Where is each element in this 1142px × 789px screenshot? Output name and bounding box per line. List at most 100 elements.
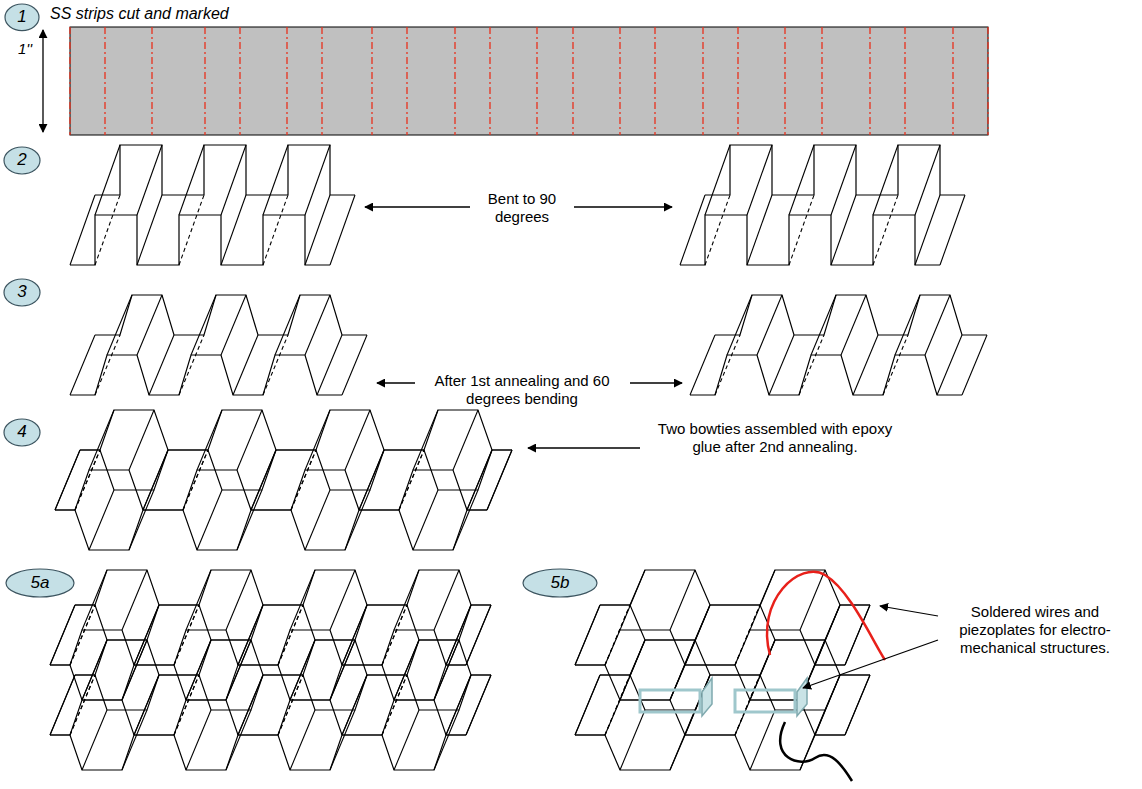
fold-line <box>186 710 211 770</box>
fold-line <box>466 675 491 735</box>
fold-line <box>70 675 95 735</box>
ellipse-outline <box>4 419 40 446</box>
fold-line <box>251 450 276 510</box>
fold-line <box>487 450 512 510</box>
step-number-holder: 1 <box>17 8 26 27</box>
ellipse-outline <box>5 4 39 31</box>
strip-back-edge <box>600 605 870 640</box>
cut-mark <box>406 27 407 135</box>
fold-line <box>575 675 600 735</box>
strip-back-edge <box>75 570 491 605</box>
cut-mark <box>619 27 620 135</box>
fold-line <box>305 295 330 355</box>
strip-front-edge <box>50 735 466 770</box>
fold-line <box>134 675 159 735</box>
fold-line <box>575 605 600 665</box>
fold-line <box>853 335 878 395</box>
fold-line <box>940 195 965 265</box>
fold-line <box>70 605 95 665</box>
step-note: After 1st annealing and 60 degrees bendi… <box>422 372 622 408</box>
step-number-holder: 5a <box>31 574 50 593</box>
fold-line <box>237 490 262 550</box>
fold-line <box>342 675 367 735</box>
fold-line <box>122 710 147 770</box>
piezoplate <box>640 690 700 712</box>
fold-line <box>345 490 370 550</box>
fold-line <box>226 640 251 700</box>
fold-line <box>291 450 316 510</box>
fold-line <box>359 450 384 510</box>
fold-line <box>680 195 705 265</box>
strip-front-edge <box>70 215 330 265</box>
fold-line <box>467 450 492 510</box>
fold-line <box>727 295 752 355</box>
fold-line <box>278 605 303 665</box>
fold-line <box>342 335 367 395</box>
step-caption: SS strips cut and marked <box>50 4 229 23</box>
fold-line <box>317 335 342 395</box>
cut-mark <box>904 27 905 135</box>
fold-line <box>186 640 211 700</box>
fold-line <box>251 450 276 510</box>
leader-arrow <box>803 640 938 688</box>
fold-line <box>129 410 154 470</box>
fold-line <box>179 145 204 215</box>
fold-line <box>466 605 491 665</box>
fold-line <box>89 490 114 550</box>
fold-line <box>434 640 459 700</box>
step-number-ellipse: 1 <box>4 3 40 32</box>
fold-line <box>575 605 600 665</box>
fold-line <box>70 675 95 735</box>
fold-line <box>487 450 512 510</box>
cut-mark <box>821 27 822 135</box>
fold-line <box>747 195 772 265</box>
fold-line <box>174 675 199 735</box>
strip-front-edge <box>70 355 342 395</box>
fold-line <box>50 605 75 665</box>
steel-strip <box>70 27 988 135</box>
cut-mark <box>454 27 455 135</box>
fold-line <box>446 605 471 665</box>
fold-line <box>143 450 168 510</box>
fold-line <box>122 640 147 700</box>
pointer-arrow <box>377 382 415 383</box>
fold-line <box>330 710 355 770</box>
step-note: Two bowties assembled with epoxy glue af… <box>650 420 900 456</box>
fold-line <box>330 640 355 700</box>
strip-back-edge <box>75 605 491 640</box>
fold-line <box>394 570 419 630</box>
step-number-ellipse: 5a <box>5 568 75 598</box>
fold-line <box>394 640 419 700</box>
fold-line <box>278 675 303 735</box>
cut-mark <box>286 27 287 135</box>
fold-line <box>446 605 471 665</box>
fold-line <box>382 605 407 665</box>
fold-line <box>290 640 315 700</box>
cut-mark <box>654 27 655 135</box>
fold-line <box>705 145 730 215</box>
cut-mark <box>204 27 205 135</box>
fold-line <box>238 605 263 665</box>
step-number-ellipse: 4 <box>3 418 41 447</box>
piezoplate <box>797 678 807 716</box>
cut-mark <box>869 27 870 135</box>
fold-line <box>434 570 459 630</box>
bent-strip <box>70 145 965 265</box>
fold-line <box>179 335 204 395</box>
fold-line <box>382 675 407 735</box>
fold-line <box>233 335 258 395</box>
fold-line <box>137 195 162 265</box>
fold-line <box>799 335 824 395</box>
fold-line <box>70 195 95 265</box>
fold-line <box>122 570 147 630</box>
pointer-arrow <box>574 206 672 207</box>
pointer-arrow <box>630 382 682 383</box>
fold-line <box>845 675 870 735</box>
cut-mark <box>702 27 703 135</box>
fold-line <box>290 640 315 700</box>
fold-line <box>290 570 315 630</box>
step-number: 1 <box>17 8 26 27</box>
cut-mark <box>321 27 322 135</box>
step-note: Soldered wires and piezoplates for elect… <box>945 603 1125 657</box>
cut-mark <box>489 27 490 135</box>
